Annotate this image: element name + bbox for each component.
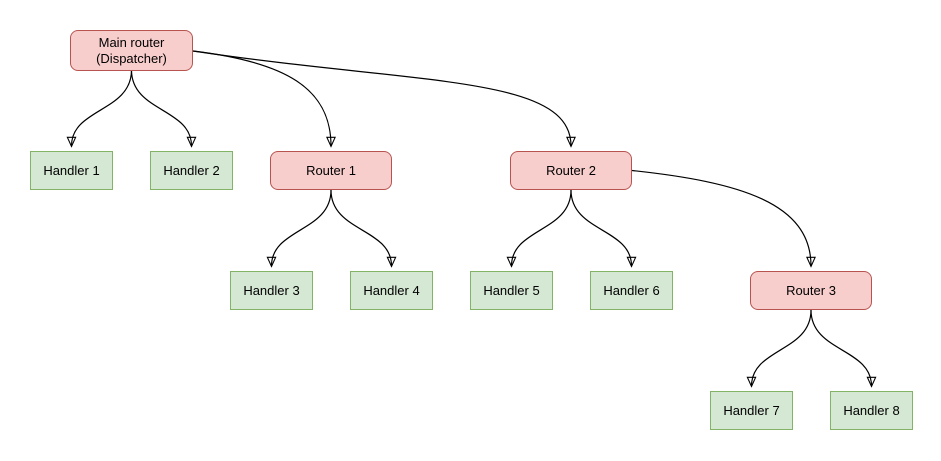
node-handler-7: Handler 7 — [710, 391, 793, 430]
node-router-3: Router 3 — [750, 271, 872, 310]
node-router-2-label: Router 2 — [546, 162, 596, 178]
edge-router1-to-handler-4 — [330, 189, 392, 266]
node-handler-4-label: Handler 4 — [363, 282, 420, 298]
node-handler-6-label: Handler 6 — [603, 282, 660, 298]
node-handler-2: Handler 2 — [150, 151, 233, 190]
edge-main-to-handler-2 — [130, 69, 192, 146]
node-handler-6: Handler 6 — [590, 271, 673, 310]
node-main-router-label-line2: (Dispatcher) — [96, 50, 167, 66]
node-handler-1-label: Handler 1 — [43, 162, 100, 178]
edge-router3-to-handler-7 — [752, 309, 812, 386]
node-main-router: Main router (Dispatcher) — [70, 30, 193, 71]
edge-router2-to-router-3 — [631, 169, 811, 267]
node-router-1-label: Router 1 — [306, 162, 356, 178]
edge-router2-to-handler-6 — [570, 189, 632, 266]
node-handler-3-label: Handler 3 — [243, 282, 300, 298]
node-handler-2-label: Handler 2 — [163, 162, 220, 178]
node-handler-8: Handler 8 — [830, 391, 913, 430]
node-router-1: Router 1 — [270, 151, 392, 190]
edge-router3-to-handler-8 — [810, 309, 872, 386]
node-handler-1: Handler 1 — [30, 151, 113, 190]
edge-router2-to-handler-5 — [512, 189, 572, 266]
edge-main-to-router-2 — [192, 50, 571, 146]
node-handler-3: Handler 3 — [230, 271, 313, 310]
node-router-3-label: Router 3 — [786, 282, 836, 298]
edge-main-to-router-1 — [192, 50, 331, 146]
node-handler-7-label: Handler 7 — [723, 402, 780, 418]
node-handler-8-label: Handler 8 — [843, 402, 900, 418]
node-main-router-label-line1: Main router — [98, 34, 165, 50]
node-handler-5-label: Handler 5 — [483, 282, 540, 298]
edge-router1-to-handler-3 — [272, 189, 332, 266]
node-router-2: Router 2 — [510, 151, 632, 190]
node-handler-5: Handler 5 — [470, 271, 553, 310]
edge-main-to-handler-1 — [72, 69, 133, 146]
node-handler-4: Handler 4 — [350, 271, 433, 310]
